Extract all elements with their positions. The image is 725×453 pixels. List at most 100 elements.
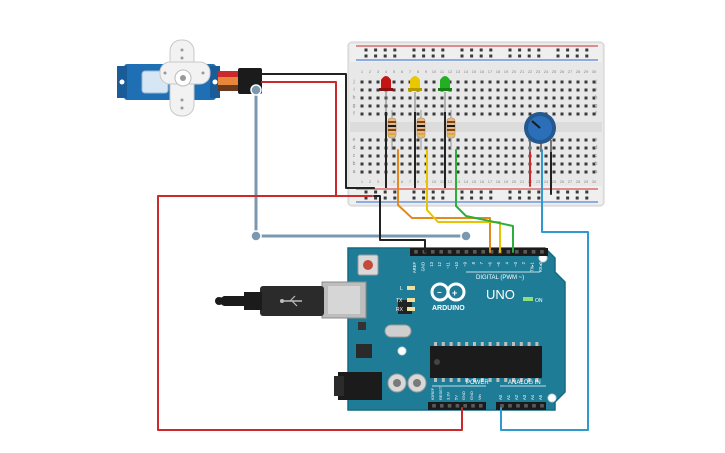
- power-pin-socket[interactable]: [471, 404, 475, 408]
- analog-pin-socket[interactable]: [516, 404, 520, 408]
- power-pin-label: IOREF: [430, 387, 435, 400]
- digital-pin-label: ~9: [462, 261, 467, 266]
- power-pin-label: RESET: [438, 386, 443, 400]
- breadboard-column-number: 6: [401, 69, 404, 74]
- power-pin-label: GND: [461, 391, 466, 400]
- digital-pin-socket[interactable]: [447, 250, 452, 254]
- breadboard-column-number: 9: [425, 69, 428, 74]
- breadboard-column-number: 26: [560, 179, 565, 184]
- breadboard-row-letter: d: [353, 145, 356, 151]
- analog-pin-socket[interactable]: [532, 404, 536, 408]
- servo-horn[interactable]: [159, 39, 211, 117]
- breadboard-column-number: 1: [361, 179, 364, 184]
- digital-pin-socket[interactable]: [456, 250, 460, 254]
- breadboard-column-number: 25: [552, 69, 557, 74]
- digital-pin-socket[interactable]: [515, 250, 519, 254]
- breadboard-column-number: 1: [361, 69, 364, 74]
- analog-pin-socket[interactable]: [508, 404, 512, 408]
- digital-pin-socket[interactable]: [464, 250, 469, 254]
- breadboard-column-number: 19: [504, 179, 509, 184]
- power-pin-socket[interactable]: [479, 404, 483, 408]
- breadboard-column-number: 23: [536, 179, 541, 184]
- breadboard-column-number: 28: [576, 69, 581, 74]
- digital-pin-label: GND: [420, 262, 425, 271]
- digital-pin-label: TX▸1: [530, 261, 535, 271]
- digital-pin-socket[interactable]: [540, 250, 544, 254]
- breadboard-column-number: 10: [432, 69, 437, 74]
- breadboard-column-number: 21: [520, 69, 525, 74]
- leds-and-resistors: [379, 76, 456, 188]
- wires: [157, 73, 589, 431]
- digital-pin-label: AREF: [412, 262, 417, 274]
- digital-pin-label: 7: [479, 261, 484, 264]
- breadboard-column-number: 19: [504, 69, 509, 74]
- breadboard-column-number: 16: [480, 69, 485, 74]
- digital-pin-socket[interactable]: [439, 250, 443, 254]
- usb-cable[interactable]: [215, 286, 324, 316]
- digital-pin-socket[interactable]: [414, 250, 418, 254]
- digital-pin-socket[interactable]: [523, 250, 527, 254]
- digital-pin-label: RX◂0: [538, 261, 543, 272]
- breadboard-column-number: 28: [576, 179, 581, 184]
- green-led[interactable]: [438, 76, 452, 91]
- breadboard-column-number: 20: [512, 69, 517, 74]
- usb-symbol-icon: [280, 295, 302, 307]
- breadboard-row-letter: e: [595, 137, 598, 143]
- digital-pin-label: 4: [504, 261, 509, 264]
- digital-pwm-label: DIGITAL (PWM ~): [476, 275, 524, 281]
- analog-pin-socket[interactable]: [540, 404, 544, 408]
- power-pin-label: 5V: [453, 395, 458, 400]
- breadboard-column-number: 24: [544, 179, 549, 184]
- breadboard-row-letter: b: [353, 161, 356, 167]
- breadboard-column-number: 11: [440, 69, 445, 74]
- digital-pin-label: 8: [471, 261, 476, 264]
- power-pin-socket[interactable]: [440, 404, 444, 408]
- breadboard-column-number: 2: [369, 179, 372, 184]
- breadboard-column-number: 27: [568, 69, 573, 74]
- breadboard-row-letter: f: [595, 111, 597, 117]
- digital-pin-socket[interactable]: [481, 250, 485, 254]
- digital-pin-socket[interactable]: [506, 250, 511, 254]
- breadboard-column-number: 2: [369, 69, 372, 74]
- svg-text:+: +: [452, 288, 457, 298]
- breadboard-column-number: 24: [544, 69, 549, 74]
- breadboard-row-letter: h: [353, 95, 356, 101]
- digital-pin-label: ~3: [513, 261, 518, 266]
- digital-pin-socket[interactable]: [473, 250, 477, 254]
- digital-pin-label: 12: [437, 261, 442, 266]
- digital-pin-socket[interactable]: [431, 250, 435, 254]
- digital-pin-label: 13: [429, 261, 434, 266]
- breadboard-column-number: 7: [409, 69, 412, 74]
- analog-pin-label: A0: [498, 394, 503, 400]
- breadboard-column-number: 15: [472, 69, 477, 74]
- svg-text:−: −: [437, 288, 442, 297]
- power-pin-socket[interactable]: [432, 404, 436, 408]
- analog-pin-socket[interactable]: [524, 404, 528, 408]
- breadboard-column-number: 15: [472, 179, 477, 184]
- digital-pin-socket[interactable]: [489, 250, 494, 254]
- breadboard-column-number: 14: [464, 69, 469, 74]
- breadboard-column-number: 6: [401, 179, 404, 184]
- yellow-led[interactable]: [408, 76, 422, 91]
- servo-motor[interactable]: [117, 39, 262, 117]
- power-pin-socket[interactable]: [463, 404, 467, 408]
- analog-pin-label: A2: [514, 394, 519, 400]
- potentiometer[interactable]: [524, 112, 556, 152]
- rx-led-label: RX: [396, 307, 404, 313]
- power-pin-socket[interactable]: [455, 404, 460, 408]
- power-pin-socket[interactable]: [447, 404, 452, 408]
- digital-pin-socket[interactable]: [531, 250, 536, 254]
- breadboard-column-number: 7: [409, 179, 412, 184]
- breadboard-column-number: 20: [512, 179, 517, 184]
- red-led[interactable]: [379, 76, 393, 91]
- power-jack: [338, 372, 382, 400]
- breadboard-row-letter: j: [352, 79, 354, 85]
- analog-pin-socket[interactable]: [500, 404, 504, 408]
- breadboard-column-number: 18: [496, 179, 501, 184]
